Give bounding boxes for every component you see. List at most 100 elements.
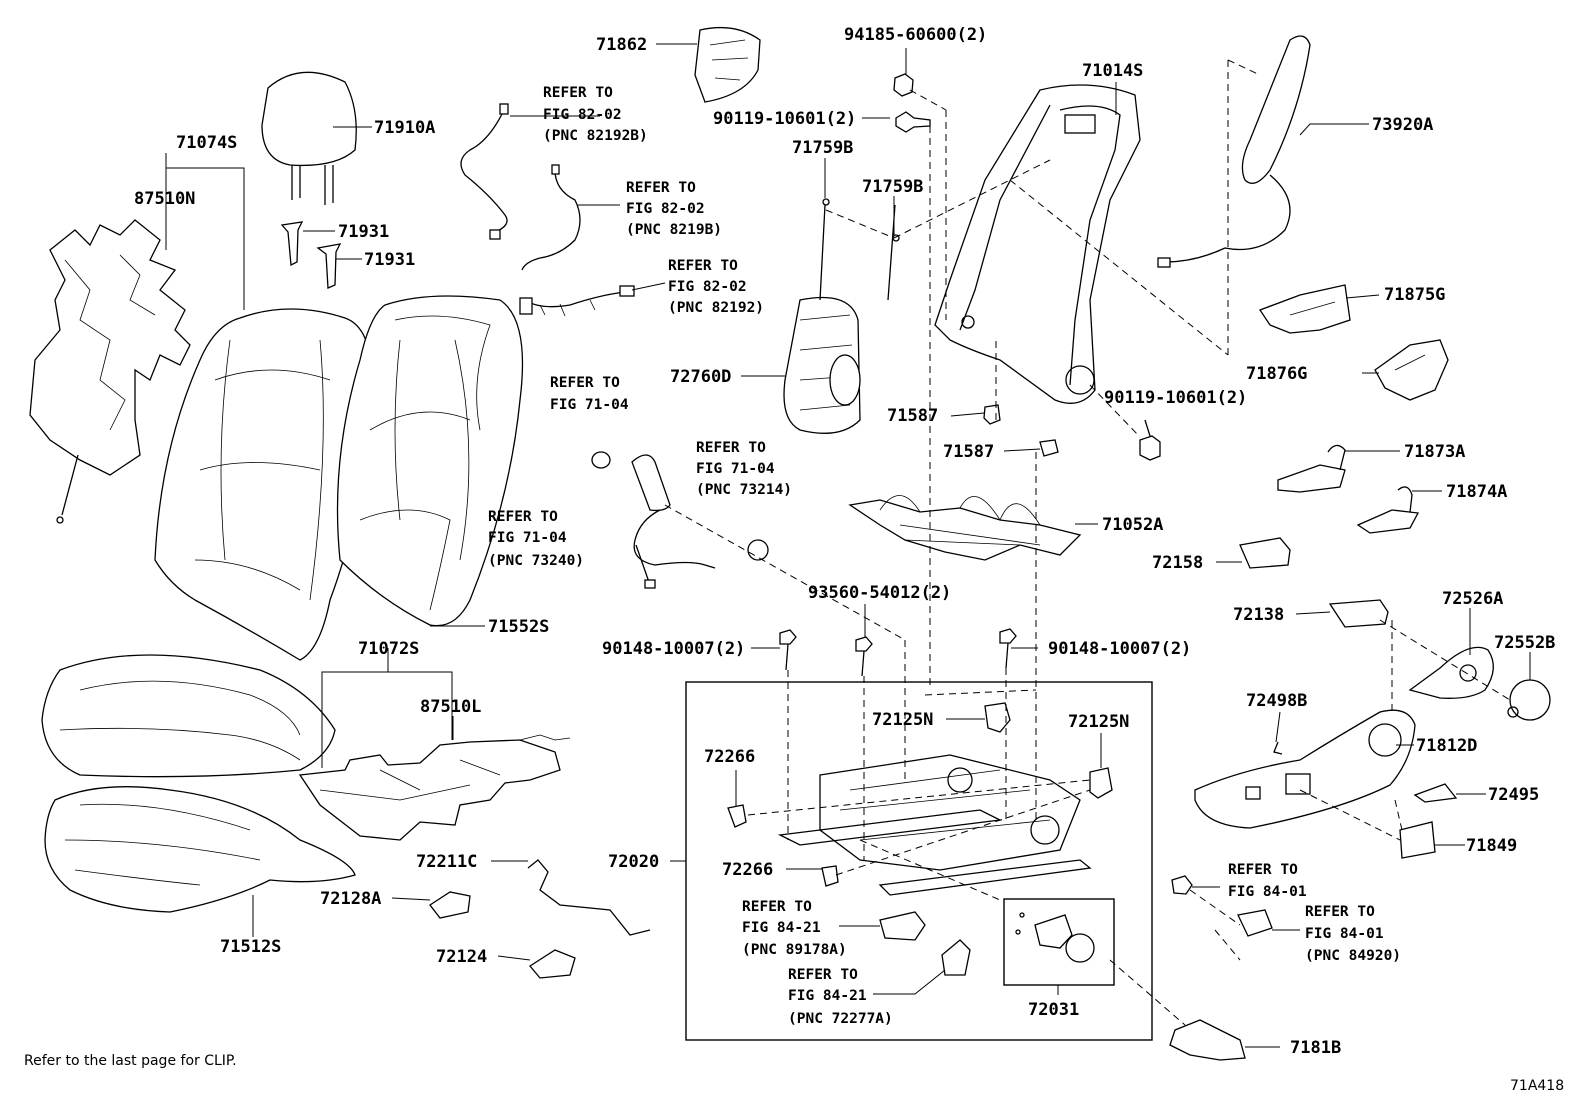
ref-fig-84-21-89178A: REFER TO FIG 84-21 (PNC 89178A) xyxy=(742,899,847,958)
svg-text:FIG 84-21: FIG 84-21 xyxy=(742,920,821,936)
label-90148-10007-right: 90148-10007(2) xyxy=(1048,639,1191,659)
svg-text:FIG 84-21: FIG 84-21 xyxy=(788,988,867,1004)
sensor-drawings-84-01 xyxy=(1171,875,1273,937)
label-72211C: 72211C xyxy=(416,852,477,872)
seat-heater-87510N-drawing xyxy=(29,219,191,524)
seatbelt-buckle-drawing xyxy=(591,451,769,589)
side-shield-71812D-drawing xyxy=(1194,709,1416,829)
svg-text:REFER TO: REFER TO xyxy=(1305,904,1375,920)
label-71759B-left: 71759B xyxy=(792,138,853,158)
label-71587-upper: 71587 xyxy=(887,406,938,426)
svg-text:FIG 71-04: FIG 71-04 xyxy=(550,397,629,413)
svg-text:REFER TO: REFER TO xyxy=(488,509,558,525)
label-71512S: 71512S xyxy=(220,937,281,957)
wire-72211C-drawing xyxy=(527,859,651,936)
label-71931-lower: 71931 xyxy=(364,250,415,270)
label-71552S: 71552S xyxy=(488,617,549,637)
ref-fig-82-02-82192: REFER TO FIG 82-02 (PNC 82192) xyxy=(668,258,764,316)
svg-text:REFER TO: REFER TO xyxy=(543,85,613,101)
label-72158: 72158 xyxy=(1152,553,1203,573)
svg-text:(PNC 8219B): (PNC 8219B) xyxy=(626,222,722,238)
fastener-drawings-upper xyxy=(893,73,1161,461)
svg-text:REFER TO: REFER TO xyxy=(626,180,696,196)
label-90119-10601-upper: 90119-10601(2) xyxy=(713,109,856,129)
label-71587-lower: 71587 xyxy=(943,442,994,462)
svg-text:(PNC 82192B): (PNC 82192B) xyxy=(543,128,648,144)
svg-text:FIG 84-01: FIG 84-01 xyxy=(1228,884,1307,900)
label-71874A: 71874A xyxy=(1446,482,1507,502)
label-72552B: 72552B xyxy=(1494,633,1555,653)
seatback-pad-71552S-drawing xyxy=(336,295,524,627)
bolt-drawings-lower xyxy=(779,628,1017,677)
label-72760D: 72760D xyxy=(670,367,731,387)
footer-clip-note: Refer to the last page for CLIP. xyxy=(24,1053,237,1069)
label-72266-upper: 72266 xyxy=(704,747,755,767)
ref-fig-84-21-72277A: REFER TO FIG 84-21 (PNC 72277A) xyxy=(788,967,893,1027)
label-71072S: 71072S xyxy=(358,639,419,659)
clip-72125N-72266-drawings xyxy=(727,702,1113,887)
cover-72158-72138-drawings xyxy=(1239,537,1389,628)
label-71074S: 71074S xyxy=(176,133,237,153)
svg-text:REFER TO: REFER TO xyxy=(1228,862,1298,878)
svg-text:(PNC 89178A): (PNC 89178A) xyxy=(742,942,847,958)
label-72125N-right: 72125N xyxy=(1068,712,1129,732)
label-71876G: 71876G xyxy=(1246,364,1307,384)
svg-text:REFER TO: REFER TO xyxy=(696,440,766,456)
label-87510N: 87510N xyxy=(134,189,195,209)
seat-heater-87510L-drawing xyxy=(298,734,571,841)
label-72266-lower: 72266 xyxy=(722,860,773,880)
svg-text:(PNC 73240): (PNC 73240) xyxy=(488,553,584,569)
ref-fig-84-01-84920: REFER TO FIG 84-01 (PNC 84920) xyxy=(1305,904,1401,964)
svg-text:FIG 82-02: FIG 82-02 xyxy=(626,201,705,217)
figure-id: 71A418 xyxy=(1510,1078,1564,1094)
label-72124: 72124 xyxy=(436,947,487,967)
bracket-7181B-drawing xyxy=(1169,1019,1246,1061)
svg-text:(PNC 73214): (PNC 73214) xyxy=(696,482,792,498)
svg-text:REFER TO: REFER TO xyxy=(788,967,858,983)
label-71014S: 71014S xyxy=(1082,61,1143,81)
ref-fig-82-02-82192B: REFER TO FIG 82-02 (PNC 82192B) xyxy=(543,85,648,144)
label-7181B: 7181B xyxy=(1290,1038,1341,1058)
label-72495: 72495 xyxy=(1488,785,1539,805)
lever-72526A-drawing xyxy=(1408,646,1494,699)
label-72031: 72031 xyxy=(1028,1000,1079,1020)
back-frame-72760D-drawing xyxy=(783,198,900,434)
svg-text:(PNC 72277A): (PNC 72277A) xyxy=(788,1011,893,1027)
svg-text:(PNC 82192): (PNC 82192) xyxy=(668,300,764,316)
cap-72552B-drawing xyxy=(1507,679,1551,721)
svg-text:FIG 71-04: FIG 71-04 xyxy=(696,461,775,477)
label-71931-upper: 71931 xyxy=(338,222,389,242)
label-71910A: 71910A xyxy=(374,118,435,138)
ref-fig-71-04-upper: REFER TO FIG 71-04 xyxy=(550,375,629,413)
ref-fig-71-04-73214: REFER TO FIG 71-04 (PNC 73214) xyxy=(696,440,792,498)
label-72526A: 72526A xyxy=(1442,589,1503,609)
svg-text:REFER TO: REFER TO xyxy=(742,899,812,915)
seat-spring-71052A-drawing xyxy=(848,495,1082,561)
label-72128A: 72128A xyxy=(320,889,381,909)
label-72020: 72020 xyxy=(608,852,659,872)
dashed-assembly-lines xyxy=(664,59,1511,1026)
label-94185-60600: 94185-60600(2) xyxy=(844,25,987,45)
label-72138: 72138 xyxy=(1233,605,1284,625)
svg-text:FIG 82-02: FIG 82-02 xyxy=(668,279,747,295)
cover-71873A-71874A-drawings xyxy=(1277,444,1420,534)
seatback-frame-71014S-drawing xyxy=(934,84,1141,404)
label-90119-10601-lower: 90119-10601(2) xyxy=(1104,388,1247,408)
label-93560-54012: 93560-54012(2) xyxy=(808,583,951,603)
label-73920A: 73920A xyxy=(1372,115,1433,135)
svg-text:REFER TO: REFER TO xyxy=(668,258,738,274)
ref-fig-71-04-73240: REFER TO FIG 71-04 (PNC 73240) xyxy=(488,509,584,569)
ref-fig-82-02-8219B: REFER TO FIG 82-02 (PNC 8219B) xyxy=(626,180,722,238)
label-90148-10007-left: 90148-10007(2) xyxy=(602,639,745,659)
label-87510L: 87510L xyxy=(420,697,481,717)
airbag-73920A-drawing xyxy=(1157,35,1311,268)
cover-71862-drawing xyxy=(694,26,761,103)
svg-text:FIG 82-02: FIG 82-02 xyxy=(543,107,622,123)
cover-72128A-72124-drawings xyxy=(429,891,576,979)
headrest-guide-71931-drawing xyxy=(280,221,342,289)
label-71052A: 71052A xyxy=(1102,515,1163,535)
label-71873A: 71873A xyxy=(1404,442,1465,462)
part-number-labels: 71862 94185-60600(2) 71014S 73920A 71910… xyxy=(134,25,1555,1058)
label-72125N-left: 72125N xyxy=(872,710,933,730)
